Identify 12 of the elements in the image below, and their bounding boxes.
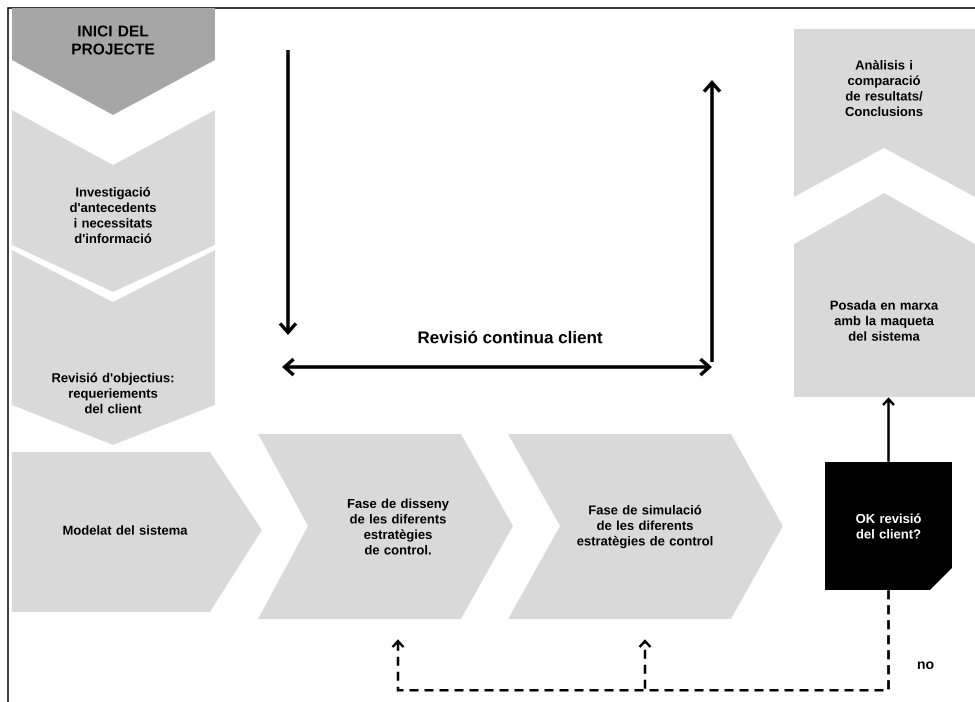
- process-step: Revisió d'objectius: requeriements del client: [12, 250, 215, 445]
- node-label: Investigació d'antecedents i necessitats d'informació: [70, 186, 156, 244]
- process-step: Anàlisis i comparació de resultats/ Conclusions: [794, 29, 975, 197]
- process-step: Fase de simulació de les diferents estratègies de control: [508, 434, 783, 619]
- loop-label: Revisió continua client: [418, 330, 602, 344]
- process-step: Investigació d'antecedents i necessitats d'informació: [12, 110, 215, 292]
- process-step: Fase de disseny de les diferents estratègies de control.: [258, 434, 513, 619]
- process-step: INICI DEL PROJECTE: [12, 8, 215, 115]
- process-step: Modelat del sistema: [12, 452, 262, 612]
- process-step: Posada en marxa amb la maqueta del sistema: [794, 193, 975, 397]
- decision-box: OK revisió del client?: [825, 462, 952, 590]
- node-label: Revisió d'objectius: requeriements del client: [52, 372, 174, 414]
